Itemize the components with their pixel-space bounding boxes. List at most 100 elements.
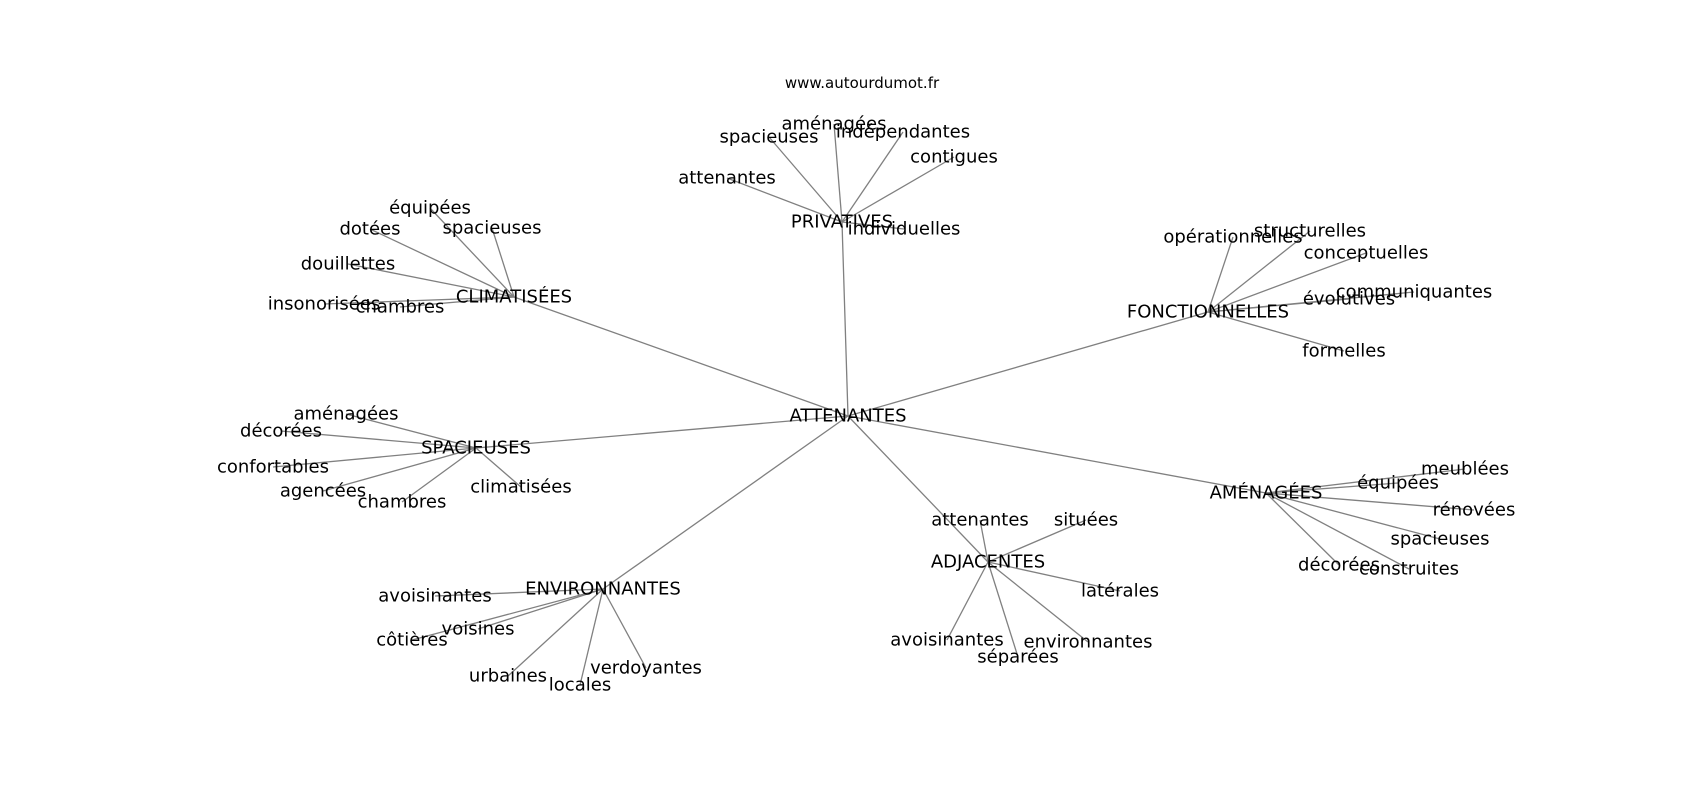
edge-environnantes-leaf [411,588,604,641]
edge-amenagees-leaf [1265,468,1466,494]
leaf-word[interactable]: opérationnelles [1163,227,1302,248]
edge-center-amenagees [847,415,1267,494]
edge-center-climatisees [513,296,849,417]
leaf-word[interactable]: agencées [280,481,366,502]
leaf-word[interactable]: spacieuses [442,218,541,239]
leaf-word[interactable]: dotées [339,219,400,240]
leaf-word[interactable]: meublées [1421,459,1509,480]
edge-privatives-leaf [841,156,955,223]
edge-adjacentes-leaf [987,561,1121,592]
leaf-word[interactable]: spacieuses [1390,529,1489,550]
edge-adjacentes-leaf [987,561,1089,643]
group-word-fonctionnelles[interactable]: FONCTIONNELLES [1127,302,1289,323]
group-word-adjacentes[interactable]: ADJACENTES [931,552,1045,573]
edge-climatisees-leaf [399,296,515,308]
group-word-amenagees[interactable]: AMÉNAGÉES [1210,482,1323,504]
leaf-word[interactable]: structurelles [1254,221,1366,242]
edge-adjacentes-leaf [946,561,989,641]
edge-amenagees-leaf [1265,492,1475,511]
edge-privatives-leaf [841,221,905,230]
edge-center-spacieuses [475,415,849,449]
leaf-word[interactable]: aménagées [781,114,886,135]
leaf-word[interactable]: rénovées [1433,500,1516,521]
edge-climatisees-leaf [323,296,515,305]
graph-edges [272,123,1475,686]
leaf-word[interactable]: urbaines [469,666,547,687]
leaf-word[interactable]: conceptuelles [1304,243,1429,264]
edge-fonctionnelles-leaf [1207,230,1311,313]
leaf-word[interactable]: latérales [1081,581,1159,602]
edge-spacieuses-leaf [345,413,477,449]
leaf-word[interactable]: décorées [240,421,322,442]
edge-adjacentes-leaf [987,519,1087,563]
center-word[interactable]: ATTENANTES [790,406,907,427]
leaf-word[interactable]: individuelles [848,219,961,240]
leaf-word[interactable]: spacieuses [719,127,818,148]
leaf-word[interactable]: séparées [977,647,1058,668]
edge-privatives-leaf [768,136,843,223]
leaf-word[interactable]: situées [1054,510,1118,531]
edge-adjacentes-leaf [987,561,1019,658]
leaf-word[interactable]: chambres [356,297,445,318]
group-word-climatisees[interactable]: CLIMATISÉES [456,286,572,308]
leaf-word[interactable]: douillettes [301,254,396,275]
leaf-word[interactable]: côtières [376,630,448,651]
edge-environnantes-leaf [507,588,604,677]
edge-center-privatives [841,221,849,417]
leaf-word[interactable]: environnantes [1024,632,1153,653]
leaf-word[interactable]: climatisées [470,477,571,498]
leaf-word[interactable]: locales [549,675,611,696]
graph-labels: ATTENANTESPRIVATIVESspacieusesaménagéesi… [217,114,1515,696]
leaf-word[interactable]: attenantes [678,168,776,189]
leaf-word[interactable]: aménagées [293,404,398,425]
edge-environnantes-leaf [579,588,604,686]
edge-fonctionnelles-leaf [1207,252,1367,313]
edge-privatives-leaf [841,131,904,223]
edge-amenagees-leaf [1265,492,1410,570]
group-word-privatives[interactable]: PRIVATIVES [791,212,893,233]
source-watermark[interactable]: www.autourdumot.fr [785,74,940,92]
leaf-word[interactable]: construites [1359,559,1459,580]
edge-amenagees-leaf [1265,492,1441,540]
group-word-spacieuses[interactable]: SPACIEUSES [421,438,531,459]
leaf-word[interactable]: chambres [358,492,447,513]
edge-spacieuses-leaf [401,447,477,503]
edge-center-environnantes [602,415,849,590]
group-word-environnantes[interactable]: ENVIRONNANTES [525,579,681,600]
edge-amenagees-leaf [1265,482,1399,494]
leaf-word[interactable]: insonorisées [268,294,381,315]
edge-amenagees-leaf [1265,492,1340,566]
leaf-word[interactable]: contigues [910,147,998,168]
leaf-word[interactable]: attenantes [931,510,1029,531]
edge-climatisees-leaf [429,207,515,298]
edge-climatisees-leaf [347,263,515,298]
edge-environnantes-leaf [602,588,647,669]
edge-fonctionnelles-leaf [1207,236,1234,313]
leaf-word[interactable]: verdoyantes [590,658,702,679]
edge-environnantes-leaf [477,588,604,630]
leaf-word[interactable]: formelles [1302,341,1386,362]
edge-adjacentes-leaf [979,519,989,563]
edge-spacieuses-leaf [475,447,522,488]
edge-climatisees-leaf [491,227,515,298]
leaf-word[interactable]: équipées [389,198,471,219]
leaf-word[interactable]: indépendantes [836,122,970,143]
edge-environnantes-leaf [434,588,604,597]
leaf-word[interactable]: décorées [1298,555,1380,576]
leaf-word[interactable]: voisines [442,619,515,640]
edge-climatisees-leaf [369,228,515,298]
edge-privatives-leaf [833,123,843,223]
edge-spacieuses-leaf [280,430,477,449]
leaf-word[interactable]: avoisinantes [378,586,491,607]
edge-spacieuses-leaf [322,447,477,492]
leaf-word[interactable]: évolutives [1303,289,1395,310]
edge-center-adjacentes [847,415,989,563]
leaf-word[interactable]: avoisinantes [890,630,1003,651]
leaf-word[interactable]: équipées [1357,473,1439,494]
leaf-word[interactable]: confortables [217,457,329,478]
edge-fonctionnelles-leaf [1207,311,1345,352]
edge-spacieuses-leaf [272,447,477,468]
edge-center-fonctionnelles [847,311,1209,417]
leaf-word[interactable]: communiquantes [1336,282,1493,303]
